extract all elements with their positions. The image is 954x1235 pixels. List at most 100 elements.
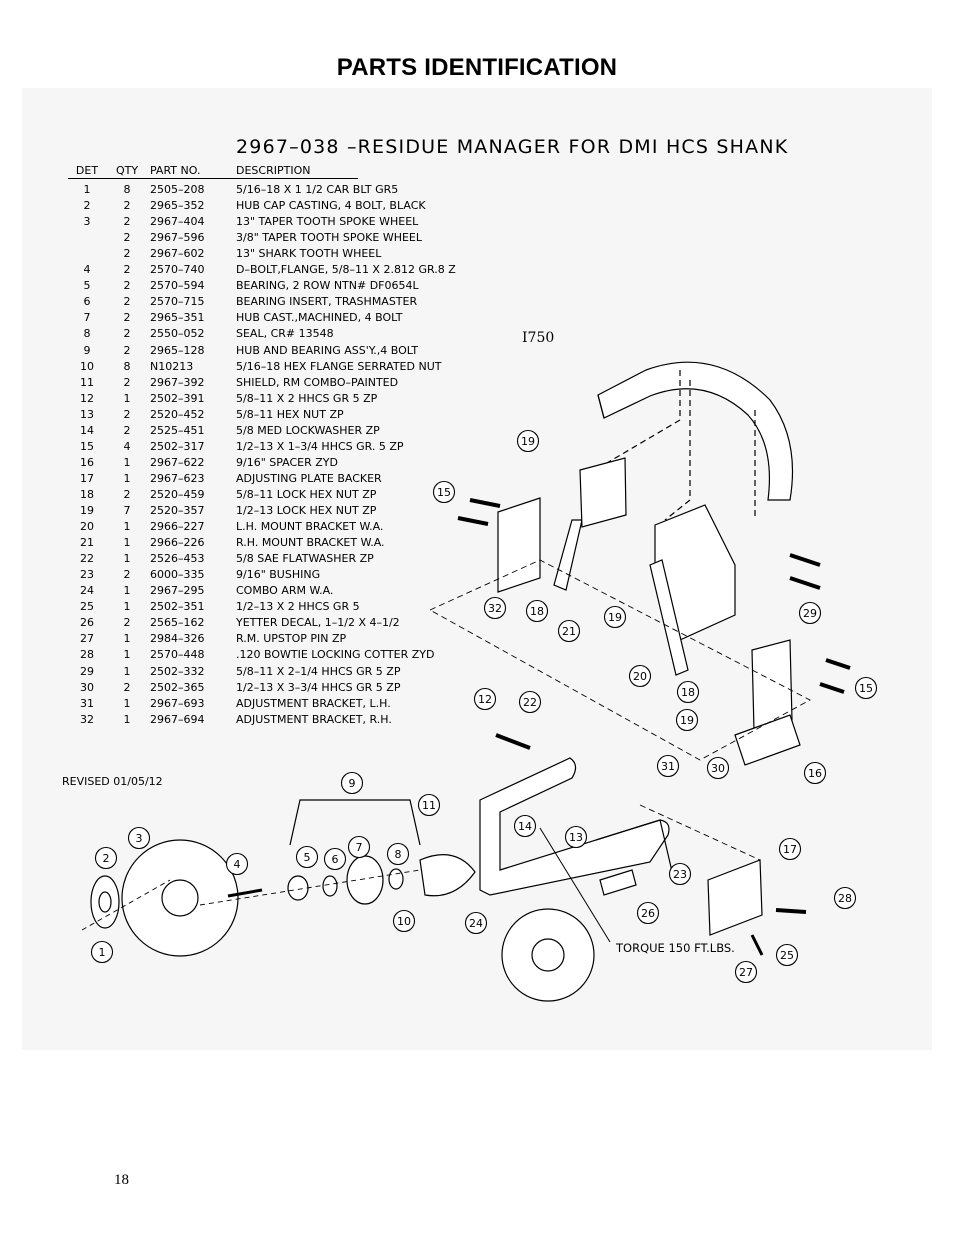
- row-description: BEARING, 2 ROW NTN# DF0654L: [236, 279, 419, 293]
- header-det: DET: [75, 164, 99, 177]
- svg-text:19: 19: [608, 611, 622, 624]
- row-qty: 2: [123, 616, 131, 630]
- callout-27: 27: [734, 960, 758, 984]
- row-qty: 2: [123, 279, 131, 293]
- svg-text:29: 29: [803, 607, 817, 620]
- row-qty: 1: [123, 696, 131, 710]
- row-qty: 2: [123, 327, 131, 341]
- svg-text:19: 19: [680, 714, 694, 727]
- row-description: 5/8–11 LOCK HEX NUT ZP: [236, 487, 377, 501]
- svg-text:8: 8: [395, 848, 402, 861]
- row-part-no: 2965–128: [150, 343, 205, 357]
- svg-text:14: 14: [518, 820, 532, 833]
- arch-shank-bracket: [597, 361, 794, 501]
- row-det: 18: [80, 487, 94, 501]
- callout-25: 25: [775, 943, 799, 967]
- row-qty: 1: [123, 471, 131, 485]
- row-det: 22: [80, 552, 94, 566]
- torque-note: TORQUE 150 FT.LBS.: [616, 941, 735, 955]
- callout-6: 6: [323, 847, 347, 871]
- row-part-no: 2526–453: [150, 552, 205, 566]
- row-det: 32: [80, 712, 94, 726]
- row-det: 28: [80, 648, 94, 662]
- callout-7: 7: [347, 835, 371, 859]
- row-det: 21: [80, 536, 94, 550]
- row-part-no: 2502–351: [150, 600, 205, 614]
- row-det: 7: [83, 311, 91, 325]
- svg-text:9: 9: [349, 777, 356, 790]
- row-qty: 2: [123, 568, 131, 582]
- row-description: HUB CAP CASTING, 4 BOLT, BLACK: [236, 199, 426, 213]
- adjusting-plate-backer: [707, 859, 763, 936]
- row-description: ADJUSTMENT BRACKET, L.H.: [236, 696, 391, 710]
- row-det: 5: [83, 279, 91, 293]
- row-qty: 2: [123, 343, 131, 357]
- row-det: 13: [80, 407, 94, 421]
- header-rule: [68, 178, 358, 179]
- row-qty: 1: [123, 536, 131, 550]
- callout-19: 19: [516, 429, 540, 453]
- callout-26: 26: [636, 901, 660, 925]
- row-qty: 1: [123, 712, 131, 726]
- callout-28: 28: [833, 886, 857, 910]
- row-qty: 7: [123, 504, 131, 517]
- row-description: HUB AND BEARING ASS'Y.,4 BOLT: [236, 343, 419, 357]
- row-part-no: 2967–693: [150, 696, 205, 710]
- callout-12: 12: [473, 687, 497, 711]
- callout-18: 18: [525, 599, 549, 623]
- row-qty: 1: [123, 391, 131, 405]
- row-part-no: 2520–459: [150, 487, 205, 501]
- row-part-no: 2520–452: [150, 407, 205, 421]
- row-det: 6: [83, 295, 91, 309]
- row-part-no: 2967–623: [150, 471, 205, 485]
- svg-text:2: 2: [103, 852, 110, 865]
- svg-text:4: 4: [234, 858, 241, 871]
- bearing-insert: [322, 875, 338, 897]
- svg-text:26: 26: [641, 907, 655, 920]
- row-qty: 1: [123, 648, 131, 662]
- row-det: 1: [83, 183, 91, 196]
- row-det: 29: [80, 664, 94, 678]
- svg-text:11: 11: [422, 799, 436, 812]
- row-part-no: 2967–694: [150, 712, 205, 726]
- row-det: 14: [80, 423, 94, 437]
- row-description: .120 BOWTIE LOCKING COTTER ZYD: [236, 648, 435, 662]
- header-qty: QTY: [115, 164, 139, 177]
- model-label: I750: [522, 330, 555, 346]
- hub-casting: [346, 855, 384, 905]
- page-number: 18: [114, 1172, 129, 1188]
- callout-20: 20: [628, 664, 652, 688]
- row-part-no: 2565–162: [150, 616, 205, 630]
- row-part-no: 2570–740: [150, 263, 205, 277]
- svg-text:28: 28: [838, 892, 852, 905]
- row-description: 5/8–11 X 2–1/4 HHCS GR 5 ZP: [236, 664, 401, 678]
- row-qty: 2: [123, 231, 131, 245]
- svg-text:31: 31: [661, 760, 675, 773]
- d-bolt: [227, 888, 263, 898]
- row-qty: 2: [123, 407, 131, 421]
- row-det: 4: [83, 263, 91, 277]
- svg-text:13: 13: [569, 831, 583, 844]
- row-part-no: 2525–451: [150, 423, 205, 437]
- row-qty: 8: [123, 183, 131, 196]
- row-description: 1/2–13 X 1–3/4 HHCS GR. 5 ZP: [236, 439, 404, 453]
- callout-19: 19: [675, 708, 699, 732]
- header-description: DESCRIPTION: [236, 164, 311, 177]
- callout-9: 9: [340, 771, 364, 795]
- row-description: 5/8 MED LOCKWASHER ZP: [236, 423, 380, 437]
- callout-14: 14: [513, 814, 537, 838]
- mount-bracket-rh: [553, 519, 583, 591]
- svg-text:10: 10: [397, 915, 411, 928]
- svg-text:30: 30: [711, 762, 725, 775]
- svg-text:5: 5: [304, 851, 311, 864]
- callout-10: 10: [392, 909, 416, 933]
- row-part-no: 2502–365: [150, 680, 205, 694]
- svg-text:32: 32: [488, 602, 502, 615]
- row-qty: 2: [123, 487, 131, 501]
- row-part-no: 2965–351: [150, 311, 205, 325]
- row-part-no: 2966–226: [150, 536, 205, 550]
- svg-text:3: 3: [136, 832, 143, 845]
- row-description: 1/2–13 X 2 HHCS GR 5: [236, 600, 360, 614]
- row-qty: 2: [123, 247, 131, 261]
